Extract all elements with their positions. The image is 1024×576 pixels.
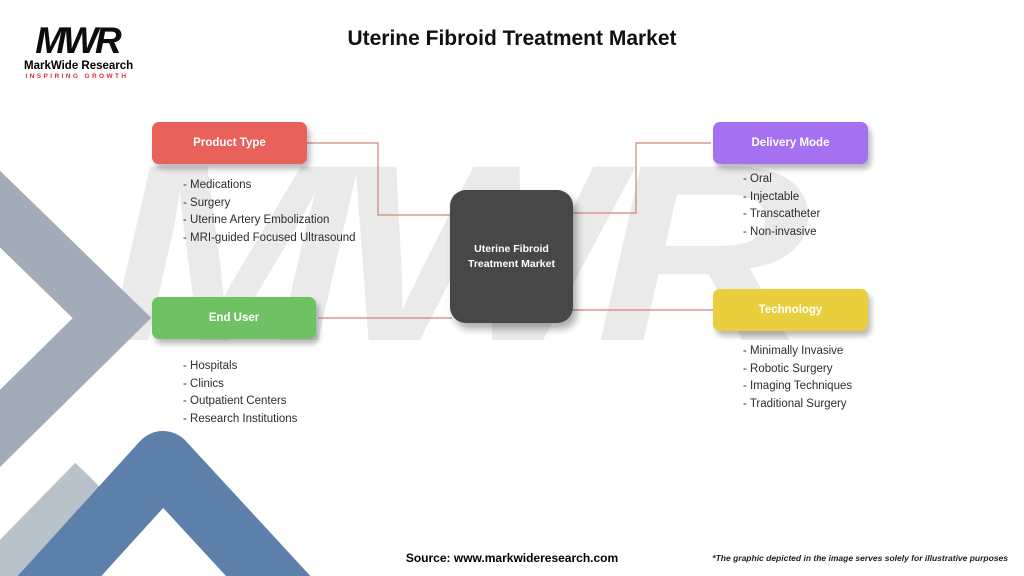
list-item: - Injectable bbox=[743, 190, 800, 203]
segment-list-technology: - Minimally Invasive - Robotic Surgery -… bbox=[743, 343, 852, 413]
center-node-label-line2: Treatment Market bbox=[468, 257, 555, 270]
segment-label-end-user: End User bbox=[208, 312, 260, 324]
segment-box-delivery-mode: Delivery Mode bbox=[713, 122, 868, 164]
list-item: - Transcatheter bbox=[743, 208, 821, 221]
list-item: - Medications bbox=[183, 179, 252, 191]
disclaimer-text: *The graphic depicted in the image serve… bbox=[712, 553, 1008, 563]
source-label: Source: bbox=[405, 551, 454, 565]
list-item: - Oral bbox=[743, 173, 772, 185]
list-item: - Robotic Surgery bbox=[743, 362, 833, 375]
logo-acronym: MWR bbox=[35, 20, 121, 61]
list-item: - Hospitals bbox=[183, 360, 238, 372]
logo-name: MarkWide Research bbox=[24, 60, 134, 72]
segment-list-delivery-mode: - Oral - Injectable - Transcatheter - No… bbox=[743, 171, 820, 241]
markwide-logo: MWR MarkWide Research Inspiring Growth bbox=[24, 20, 134, 80]
list-item: - Research Institutions bbox=[183, 412, 298, 425]
segment-list-product-type: - Medications - Surgery - Uterine Artery… bbox=[183, 177, 356, 247]
segment-label-technology: Technology bbox=[758, 304, 823, 316]
list-item: - Uterine Artery Embolization bbox=[183, 214, 330, 227]
center-node-label-line1: Uterine Fibroid bbox=[474, 243, 549, 256]
segment-label-delivery-mode: Delivery Mode bbox=[751, 137, 830, 149]
source-url: www.markwideresearch.com bbox=[453, 551, 619, 565]
list-item: - Outpatient Centers bbox=[183, 395, 287, 408]
connector-product-type bbox=[307, 142, 452, 216]
segment-list-end-user: - Hospitals - Clinics - Outpatient Cente… bbox=[183, 358, 297, 428]
logo-tagline: Inspiring Growth bbox=[25, 73, 129, 80]
list-item: - Minimally Invasive bbox=[743, 345, 844, 357]
segment-box-end-user: End User bbox=[152, 297, 316, 339]
list-item: - Clinics bbox=[183, 377, 224, 390]
list-item: - Traditional Surgery bbox=[743, 397, 847, 410]
list-item: - Non-invasive bbox=[743, 225, 817, 238]
list-item: - MRI-guided Focused Ultrasound bbox=[183, 231, 356, 244]
source-line: Source: www.markwideresearch.com bbox=[0, 551, 1024, 565]
list-item: - Imaging Techniques bbox=[743, 380, 853, 393]
connector-delivery-mode bbox=[571, 142, 711, 214]
page-title: Uterine Fibroid Treatment Market bbox=[347, 27, 677, 50]
list-item: - Surgery bbox=[183, 196, 231, 209]
segment-box-product-type: Product Type bbox=[152, 122, 307, 164]
segment-label-product-type: Product Type bbox=[193, 137, 266, 149]
center-node: Uterine Fibroid Treatment Market bbox=[450, 190, 573, 323]
segment-box-technology: Technology bbox=[713, 289, 868, 331]
